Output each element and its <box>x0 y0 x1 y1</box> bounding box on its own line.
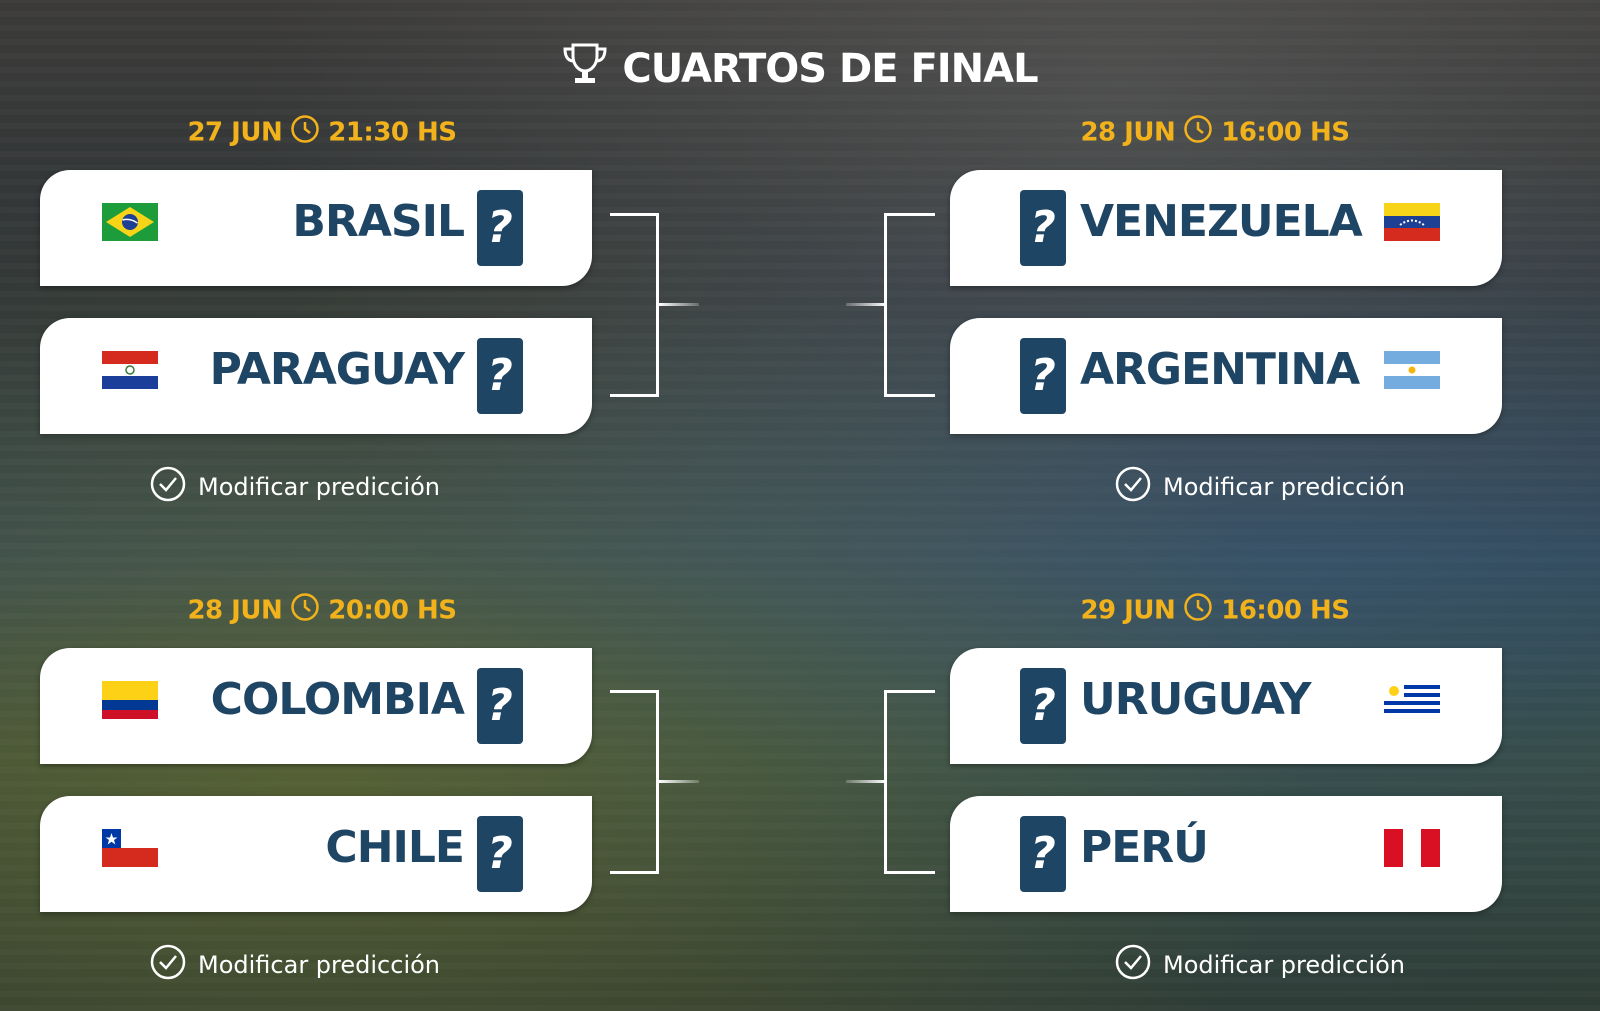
team-name: BRASIL <box>292 196 465 247</box>
page-title: CUARTOS DE FINAL <box>0 42 1600 96</box>
team-card-argentina[interactable]: ? ARGENTINA <box>950 318 1502 434</box>
modify-prediction-label: Modificar predicción <box>1163 951 1406 979</box>
modify-prediction-link[interactable]: Modificar predicción <box>150 466 440 508</box>
team-name: VENEZUELA <box>1080 196 1363 247</box>
colombia-flag <box>102 681 158 719</box>
bracket-connector-stub <box>846 303 886 306</box>
clock-icon <box>1183 592 1213 629</box>
team-name: PERÚ <box>1080 822 1209 873</box>
bracket-connector <box>610 213 659 397</box>
paraguay-flag <box>102 351 158 389</box>
match-date-time: 29 JUN 16:00 HS <box>1065 592 1365 629</box>
match-date: 28 JUN <box>187 595 283 626</box>
team-name: URUGUAY <box>1080 674 1312 725</box>
match-date-time: 28 JUN 20:00 HS <box>172 592 472 629</box>
bracket-connector-stub <box>846 780 886 783</box>
brazil-flag <box>102 203 158 241</box>
check-circle-icon <box>1115 944 1151 986</box>
check-circle-icon <box>150 466 186 508</box>
team-card-peru[interactable]: ? PERÚ <box>950 796 1502 912</box>
chile-flag <box>102 829 158 867</box>
modify-prediction-label: Modificar predicción <box>198 473 441 501</box>
bracket-connector <box>884 213 935 397</box>
trophy-icon <box>562 42 608 96</box>
score-prediction-box[interactable]: ? <box>1020 668 1066 744</box>
team-card-uruguay[interactable]: ? URUGUAY <box>950 648 1502 764</box>
clock-icon <box>290 592 320 629</box>
modify-prediction-link[interactable]: Modificar predicción <box>150 944 440 986</box>
match-time: 20:00 HS <box>328 595 457 626</box>
check-circle-icon <box>150 944 186 986</box>
team-name: ARGENTINA <box>1080 344 1360 395</box>
clock-icon <box>290 114 320 151</box>
modify-prediction-label: Modificar predicción <box>198 951 441 979</box>
match-date: 28 JUN <box>1080 117 1176 148</box>
team-card-brasil[interactable]: BRASIL ? <box>40 170 592 286</box>
clock-icon <box>1183 114 1213 151</box>
bracket-connector-stub <box>659 780 699 783</box>
uruguay-flag <box>1384 681 1440 719</box>
score-prediction-box[interactable]: ? <box>1020 190 1066 266</box>
team-card-venezuela[interactable]: ? VENEZUELA <box>950 170 1502 286</box>
check-circle-icon <box>1115 466 1151 508</box>
page-title-text: CUARTOS DE FINAL <box>622 46 1038 92</box>
score-prediction-box[interactable]: ? <box>477 668 523 744</box>
match-date-time: 27 JUN 21:30 HS <box>172 114 472 151</box>
score-prediction-box[interactable]: ? <box>477 816 523 892</box>
team-card-colombia[interactable]: COLOMBIA ? <box>40 648 592 764</box>
team-card-paraguay[interactable]: PARAGUAY ? <box>40 318 592 434</box>
match-date-time: 28 JUN 16:00 HS <box>1065 114 1365 151</box>
modify-prediction-label: Modificar predicción <box>1163 473 1406 501</box>
score-prediction-box[interactable]: ? <box>1020 338 1066 414</box>
match-time: 21:30 HS <box>328 117 457 148</box>
bracket-connector-stub <box>659 303 699 306</box>
team-name: CHILE <box>325 822 465 873</box>
argentina-flag <box>1384 351 1440 389</box>
bracket-connector <box>610 690 659 874</box>
bracket-connector <box>884 690 935 874</box>
team-card-chile[interactable]: CHILE ? <box>40 796 592 912</box>
team-name: COLOMBIA <box>210 674 465 725</box>
score-prediction-box[interactable]: ? <box>1020 816 1066 892</box>
match-date: 29 JUN <box>1080 595 1176 626</box>
modify-prediction-link[interactable]: Modificar predicción <box>1115 944 1405 986</box>
match-time: 16:00 HS <box>1221 117 1350 148</box>
match-date: 27 JUN <box>187 117 283 148</box>
match-time: 16:00 HS <box>1221 595 1350 626</box>
score-prediction-box[interactable]: ? <box>477 190 523 266</box>
modify-prediction-link[interactable]: Modificar predicción <box>1115 466 1405 508</box>
team-name: PARAGUAY <box>209 344 465 395</box>
peru-flag <box>1384 829 1440 867</box>
venezuela-flag <box>1384 203 1440 241</box>
score-prediction-box[interactable]: ? <box>477 338 523 414</box>
